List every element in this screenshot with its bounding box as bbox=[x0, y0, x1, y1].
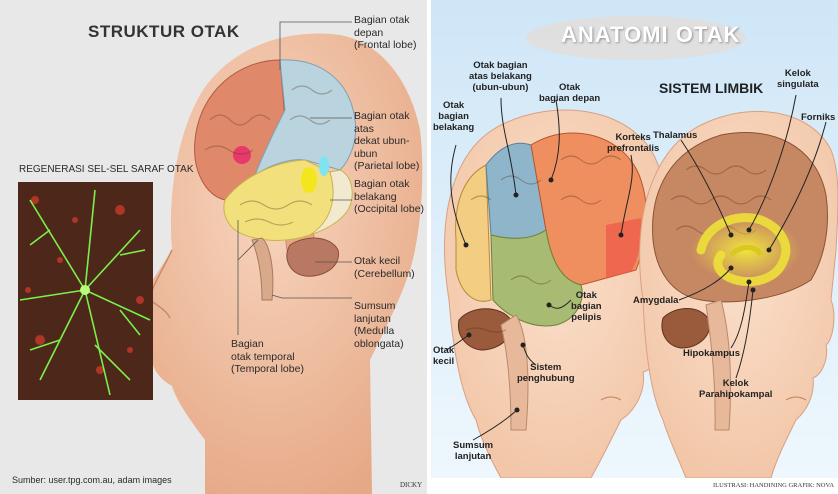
red-marker bbox=[233, 146, 251, 164]
label-cerebellum-right: Otak kecil bbox=[433, 345, 454, 367]
right-title: ANATOMI OTAK bbox=[561, 22, 740, 48]
left-illustration bbox=[0, 0, 427, 494]
label-fornix: Forniks bbox=[801, 112, 835, 123]
cyan-marker bbox=[319, 156, 329, 176]
label-amygdala: Amygdala bbox=[633, 295, 678, 306]
right-panel-brain-anatomy: ANATOMI OTAK SISTEM LIMBIK Otak bagian a… bbox=[431, 0, 838, 494]
label-hippocampus: Hipokampus bbox=[683, 348, 740, 359]
neuron-micrograph bbox=[18, 182, 153, 400]
label-brainstem: Sistem penghubung bbox=[517, 362, 575, 384]
label-cingulate: Kelok singulata bbox=[777, 68, 819, 90]
source-credit: Sumber: user.tpg.com.au, adam images bbox=[12, 474, 172, 487]
label-parietal-lobe: Bagian otak atas dekat ubun-ubun (Pariet… bbox=[354, 110, 427, 173]
artist-credit-right: ILUSTRASI: HANDINING GRAFIK: NOVA bbox=[713, 482, 834, 489]
left-panel-brain-structure: STRUKTUR OTAK REGENERASI SEL-SEL SARAF O… bbox=[0, 0, 427, 494]
limbic-system-heading: SISTEM LIMBIK bbox=[659, 80, 763, 96]
label-temporal-lobe: Bagian otak temporal (Temporal lobe) bbox=[231, 338, 304, 376]
label-prefrontal: Korteks prefrontalis bbox=[607, 132, 659, 154]
yellow-marker bbox=[301, 167, 317, 193]
label-medulla: Sumsum lanjutan (Medulla oblongata) bbox=[354, 300, 404, 350]
label-frontal-lobe: Bagian otak depan (Frontal lobe) bbox=[354, 14, 427, 52]
label-cerebellum: Otak kecil (Cerebellum) bbox=[354, 255, 415, 280]
label-thalamus: Thalamus bbox=[653, 130, 697, 141]
label-occipital-lobe: Bagian otak belakang (Occipital lobe) bbox=[354, 178, 424, 216]
label-medulla-right: Sumsum lanjutan bbox=[453, 440, 493, 462]
inset-title: REGENERASI SEL-SEL SARAF OTAK bbox=[19, 164, 194, 177]
left-title: STRUKTUR OTAK bbox=[88, 22, 240, 42]
label-temporal-right: Otak bagian pelipis bbox=[571, 290, 602, 323]
label-occipital-right: Otak bagian belakang bbox=[433, 100, 474, 133]
artist-credit-left: DICKY bbox=[400, 481, 422, 489]
label-parahippocampal: Kelok Parahipokampal bbox=[699, 378, 772, 400]
label-frontal-right: Otak bagian depan bbox=[539, 82, 600, 104]
label-parietal-right: Otak bagian atas belakang (ubun-ubun) bbox=[469, 60, 532, 93]
